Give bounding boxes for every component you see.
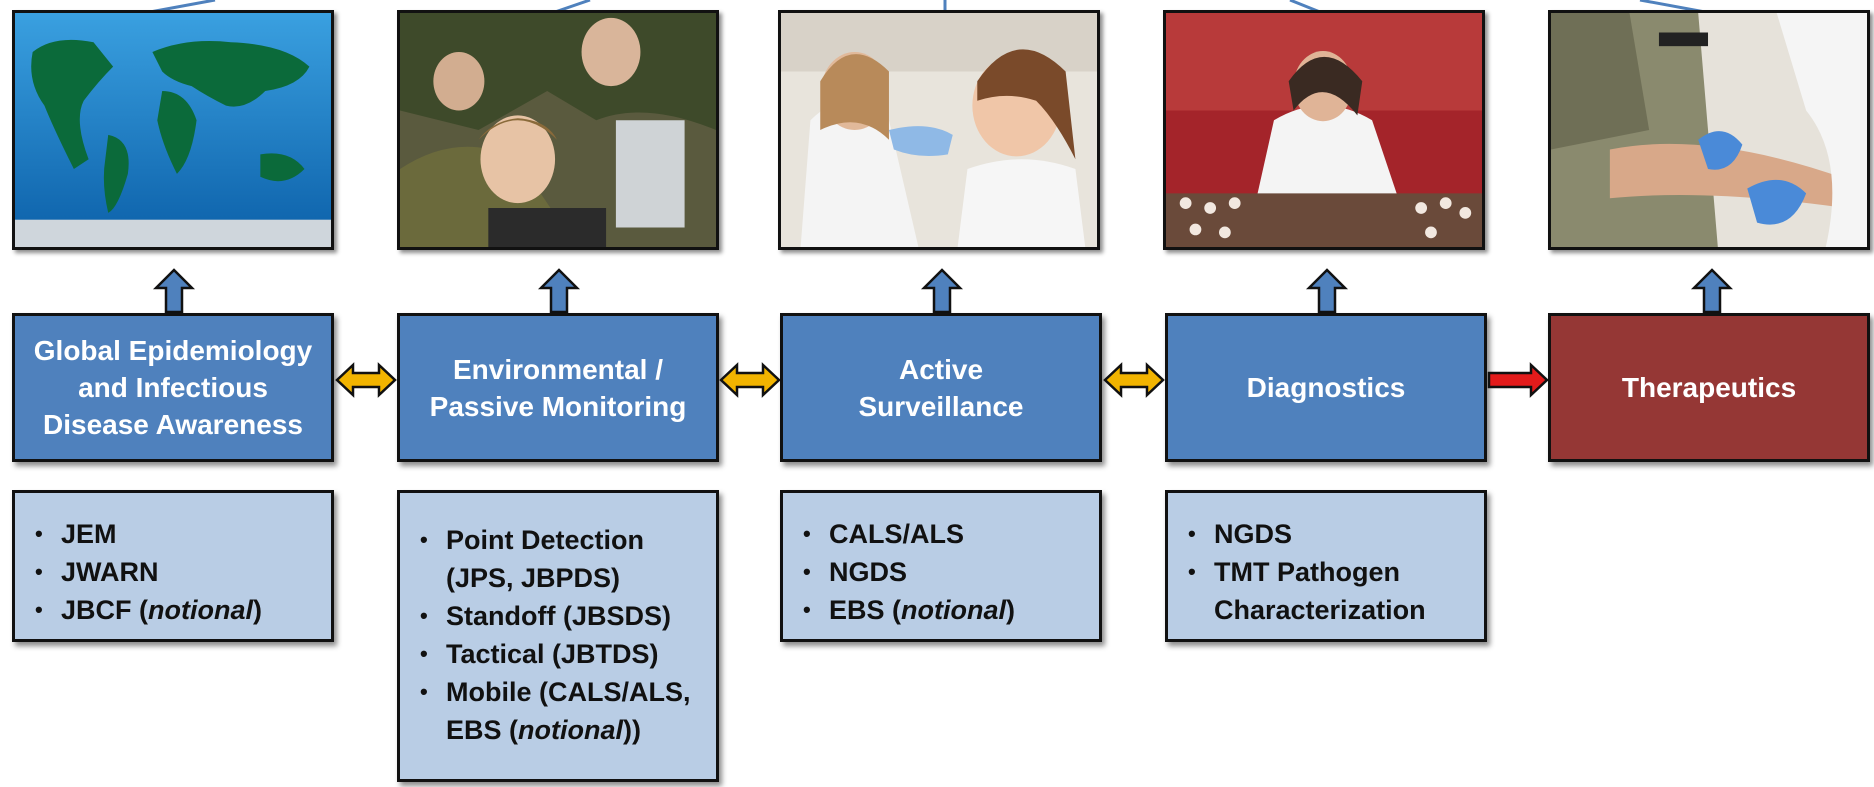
bidirectional-arrow-icon — [335, 362, 397, 398]
up-arrow-icon — [152, 268, 196, 314]
list-item: NGDS — [1188, 515, 1470, 553]
list-item: JBCF (notional) — [35, 591, 317, 629]
list-item: NGDS — [803, 553, 1085, 591]
stage-label: Diagnostics — [1246, 372, 1406, 403]
list-item: Standoff (JBSDS) — [420, 597, 702, 635]
up-arrow-icon — [1305, 268, 1349, 314]
up-arrow-icon — [920, 268, 964, 314]
stage-label: Therapeutics — [1621, 372, 1797, 403]
up-arrow-icon — [1690, 268, 1734, 314]
lab-technician-photo — [1163, 10, 1485, 250]
throat-swab-photo — [778, 10, 1100, 250]
list-item: TMT Pathogen Characterization — [1188, 553, 1470, 629]
bidirectional-arrow-icon — [719, 362, 781, 398]
stage-environmental-monitoring: Environmental / Passive Monitoring — [397, 313, 719, 462]
bidirectional-arrow-icon — [1103, 362, 1165, 398]
list-item: JEM — [35, 515, 317, 553]
list-item: Point Detection (JPS, JBPDS) — [420, 521, 702, 597]
list-item: Tactical (JBTDS) — [420, 635, 702, 673]
stage-therapeutics: Therapeutics — [1548, 313, 1870, 462]
programs-list-diagnostics: NGDS TMT Pathogen Characterization — [1165, 490, 1487, 642]
list-item: Mobile (CALS/ALS, EBS (notional)) — [420, 673, 702, 749]
programs-list-active-surveillance: CALS/ALS NGDS EBS (notional) — [780, 490, 1102, 642]
world-map-photo — [12, 10, 334, 250]
stage-label: Environmental / Passive Monitoring — [429, 353, 687, 422]
stage-label: Global Epidemiology and Infectious Disea… — [33, 335, 313, 440]
programs-list-environmental-monitoring: Point Detection (JPS, JBPDS) Standoff (J… — [397, 490, 719, 782]
list-item: EBS (notional) — [803, 591, 1085, 629]
stage-label: Active Surveillance — [858, 353, 1024, 422]
stage-diagnostics: Diagnostics — [1165, 313, 1487, 462]
list-item: JWARN — [35, 553, 317, 591]
blood-draw-photo — [1548, 10, 1870, 250]
up-arrow-icon — [537, 268, 581, 314]
forward-arrow-icon — [1487, 362, 1549, 398]
soldiers-monitoring-photo — [397, 10, 719, 250]
stage-active-surveillance: Active Surveillance — [780, 313, 1102, 462]
programs-list-global-epidemiology: JEM JWARN JBCF (notional) — [12, 490, 334, 642]
stage-global-epidemiology: Global Epidemiology and Infectious Disea… — [12, 313, 334, 462]
list-item: CALS/ALS — [803, 515, 1085, 553]
